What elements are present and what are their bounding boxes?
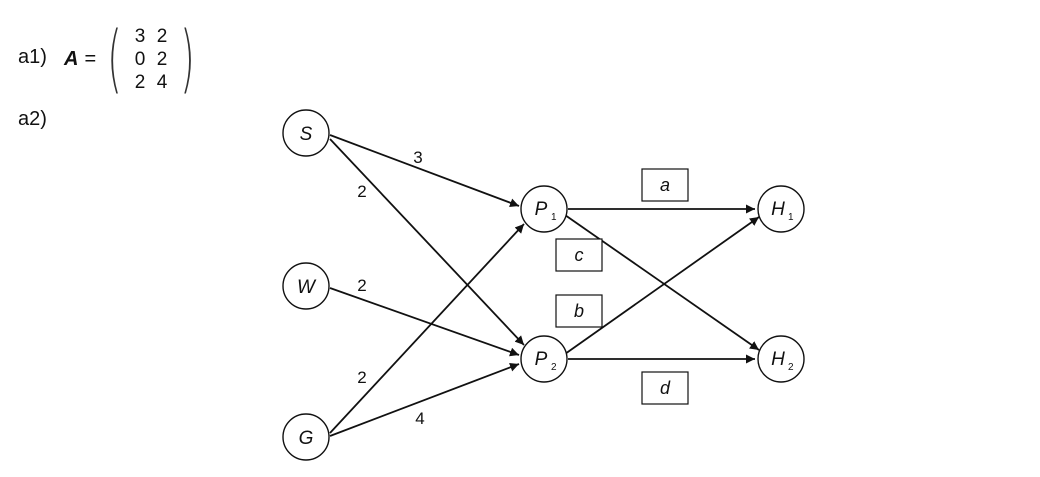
node-s: S	[282, 109, 330, 157]
equals-sign: =	[84, 47, 97, 70]
node-h2-sub: 2	[788, 362, 794, 373]
node-w-label: W	[297, 277, 317, 298]
node-p2: P 2	[520, 335, 568, 383]
edge-s-p1	[329, 134, 520, 208]
box-d: d	[641, 371, 689, 405]
node-p2-sub: 2	[551, 362, 557, 373]
matrix-entries: 3 2 0 2 2 4	[129, 25, 173, 94]
edge-p1-h2	[564, 214, 760, 351]
matrix: ( 3 2 0 2 2 4 )	[100, 22, 202, 96]
node-p2-label: P	[535, 349, 548, 370]
node-g: G	[282, 413, 330, 461]
weight-s-p2: 2	[357, 182, 366, 201]
box-d-label: d	[660, 378, 671, 398]
weight-g-p2: 4	[415, 409, 424, 428]
box-a: a	[641, 168, 689, 202]
weight-w-p2: 2	[357, 276, 366, 295]
weight-s-p1: 3	[413, 148, 422, 167]
matrix-cell: 4	[156, 71, 168, 93]
right-paren: )	[180, 16, 195, 102]
matrix-cell: 2	[134, 71, 146, 93]
node-s-label: S	[300, 124, 313, 145]
box-c-label: c	[575, 245, 584, 265]
edge-w-p2	[329, 287, 520, 357]
box-b-label: b	[574, 301, 584, 321]
node-h1-sub: 1	[788, 212, 794, 223]
part-a1-label: a1)	[18, 46, 47, 68]
box-a-label: a	[660, 175, 670, 195]
matrix-cell: 0	[134, 48, 146, 70]
node-h2-label: H	[771, 349, 785, 370]
edge-p2-h1	[564, 216, 760, 355]
edge-g-p1	[329, 223, 525, 434]
matrix-cell: 2	[156, 48, 168, 70]
matrix-name: A	[64, 47, 79, 70]
matrix-cell: 3	[134, 25, 146, 47]
edge-g-p2	[329, 362, 520, 437]
node-h1: H 1	[757, 185, 805, 233]
weight-g-p1: 2	[357, 368, 366, 387]
part-a2-label: a2)	[18, 108, 47, 130]
node-h2: H 2	[757, 335, 805, 383]
node-p1: P 1	[520, 185, 568, 233]
matrix-equation: A = ( 3 2 0 2 2 4 )	[64, 22, 202, 96]
box-c: c	[555, 238, 603, 272]
left-paren: (	[107, 16, 122, 102]
node-p1-label: P	[535, 199, 548, 220]
node-h1-label: H	[771, 199, 785, 220]
edge-s-p2	[329, 138, 525, 346]
node-p1-sub: 1	[551, 212, 557, 223]
box-b: b	[555, 294, 603, 328]
node-g-label: G	[299, 428, 314, 449]
node-w: W	[282, 262, 330, 310]
matrix-cell: 2	[156, 25, 168, 47]
